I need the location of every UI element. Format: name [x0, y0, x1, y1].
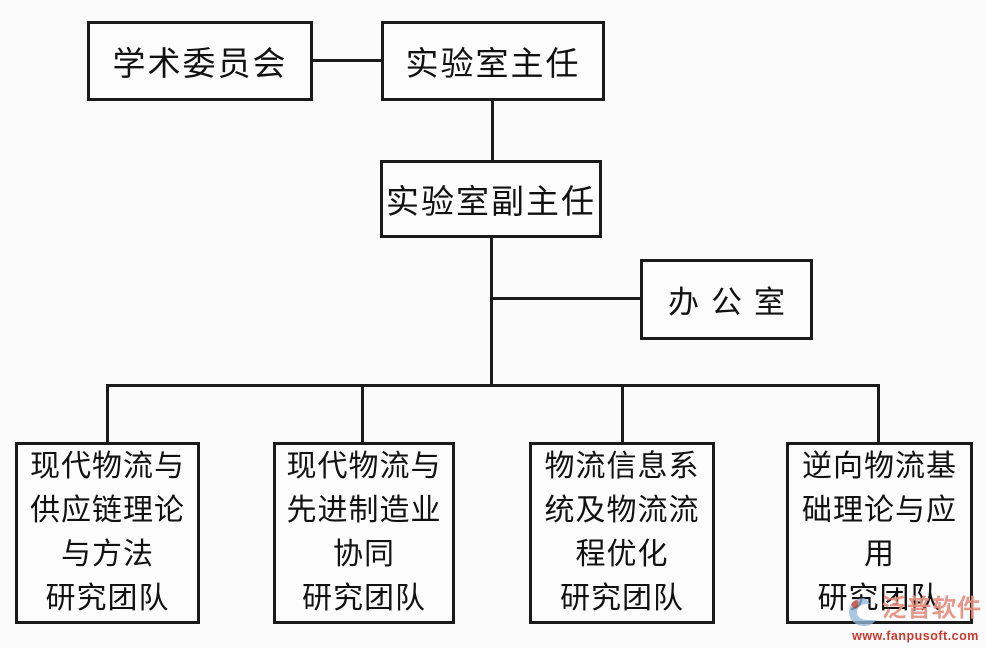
edge-committee-director	[313, 59, 381, 62]
edge-drop-team-2	[361, 384, 364, 442]
edge-office-branch	[491, 297, 640, 300]
watermark: 泛普软件 www.fanpusoft.com	[846, 594, 985, 646]
node-team-1-line: 与方法	[61, 538, 154, 571]
node-team-2-line: 先进制造业	[286, 494, 442, 527]
node-team-3-line: 统及物流流	[544, 494, 700, 527]
fanpu-logo-icon	[849, 598, 876, 626]
node-team-3-line: 程优化	[575, 538, 669, 571]
node-team-1: 现代物流与 供应链理论 与方法 研究团队	[15, 442, 200, 624]
node-team-4-line: 研究团队	[817, 582, 942, 615]
node-team-2-line: 协同	[333, 538, 395, 571]
node-team-3-line: 物流信息系	[544, 450, 700, 483]
node-academic-committee: 学术委员会	[87, 21, 313, 101]
node-office-label: 办公室	[668, 285, 797, 320]
node-team-1-line: 现代物流与	[30, 450, 185, 483]
node-lab-director: 实验室主任	[381, 21, 605, 101]
node-team-2: 现代物流与 先进制造业 协同 研究团队	[273, 442, 455, 624]
node-office: 办公室	[640, 259, 813, 340]
node-lab-director-label: 实验室主任	[405, 47, 581, 83]
node-deputy-director: 实验室副主任	[380, 160, 602, 238]
edge-drop-team-1	[106, 384, 109, 442]
node-team-3: 物流信息系 统及物流流 程优化 研究团队	[529, 442, 715, 624]
node-team-1-line: 研究团队	[45, 582, 170, 615]
watermark-brand: 泛普软件	[882, 596, 982, 622]
watermark-row: 泛普软件	[846, 594, 985, 628]
edge-distribution-line	[106, 384, 880, 387]
edge-drop-team-3	[621, 384, 624, 442]
node-team-3-line: 研究团队	[560, 582, 684, 615]
node-academic-committee-label: 学术委员会	[112, 47, 288, 83]
node-team-4: 逆向物流基 础理论与应 用 研究团队	[786, 442, 973, 624]
node-team-2-line: 现代物流与	[286, 450, 442, 483]
edge-drop-team-4	[877, 384, 880, 442]
edge-director-deputy	[491, 101, 494, 160]
node-team-1-line: 供应链理论	[30, 494, 185, 527]
node-team-4-line: 用	[864, 538, 895, 571]
node-team-4-line: 逆向物流基	[802, 450, 957, 483]
edge-deputy-trunk	[490, 238, 493, 387]
node-team-2-line: 研究团队	[302, 582, 426, 615]
node-team-4-line: 础理论与应	[802, 494, 957, 527]
watermark-url: www.fanpusoft.com	[852, 629, 979, 643]
node-deputy-director-label: 实验室副主任	[386, 185, 596, 221]
